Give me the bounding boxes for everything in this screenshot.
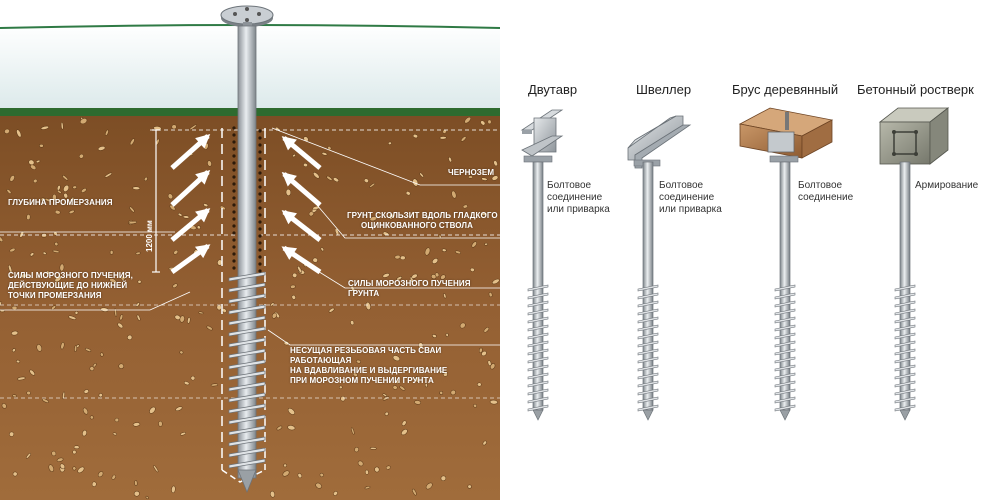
pile-note-concrete: Армирование [915,180,979,191]
pile-title-channel: Швеллер [636,82,692,97]
chernozem-label: ЧЕРНОЗЕМ [448,168,495,177]
soil-slides-label: ГРУНТ СКОЛЬЗИТ ВДОЛЬ ГЛАДКОГО ОЦИНКОВАНН… [347,211,498,230]
pile-wood-graphic [738,107,834,163]
freeze-depth-label: ГЛУБИНА ПРОМЕРЗАНИЯ [8,198,113,207]
pile-threads [228,271,266,469]
pile-types-graphic [520,107,950,421]
pile-title-ibeam: Двутавр [528,82,578,97]
soil-diagram-graphic [0,5,500,500]
pile-concrete-graphic [878,107,950,165]
heave-arrows [170,134,322,275]
pile-types-panel: Двутавр Швеллер Брус деревянный Бетонный… [500,0,1000,500]
bearing-part-label: НЕСУЩАЯ РЕЗЬБОВАЯ ЧАСТЬ СВАИ РАБОТАЮЩАЯ … [290,346,448,385]
pile-title-concrete: Бетонный ростверк [857,82,974,97]
soil-contact-dots [232,126,262,273]
heave-below-label: СИЛЫ МОРОЗНОГО ПУЧЕНИЯ, ДЕЙСТВУЮЩИЕ ДО Н… [8,271,133,300]
heave-soil-label: СИЛЫ МОРОЗНОГО ПУЧЕНИЯ ГРУНТА [348,279,471,298]
pile-channel-graphic [627,115,692,169]
pile-title-wood: Брус деревянный [732,82,839,97]
depth-value: 1200 мм [145,220,154,252]
pile-ibeam-graphic [520,109,564,163]
pile-rods [527,161,916,421]
soil-cross-section: 1200 мм ГЛУБИНА ПРОМЕРЗАНИЯ СИЛЫ МОРОЗНО… [0,5,500,500]
